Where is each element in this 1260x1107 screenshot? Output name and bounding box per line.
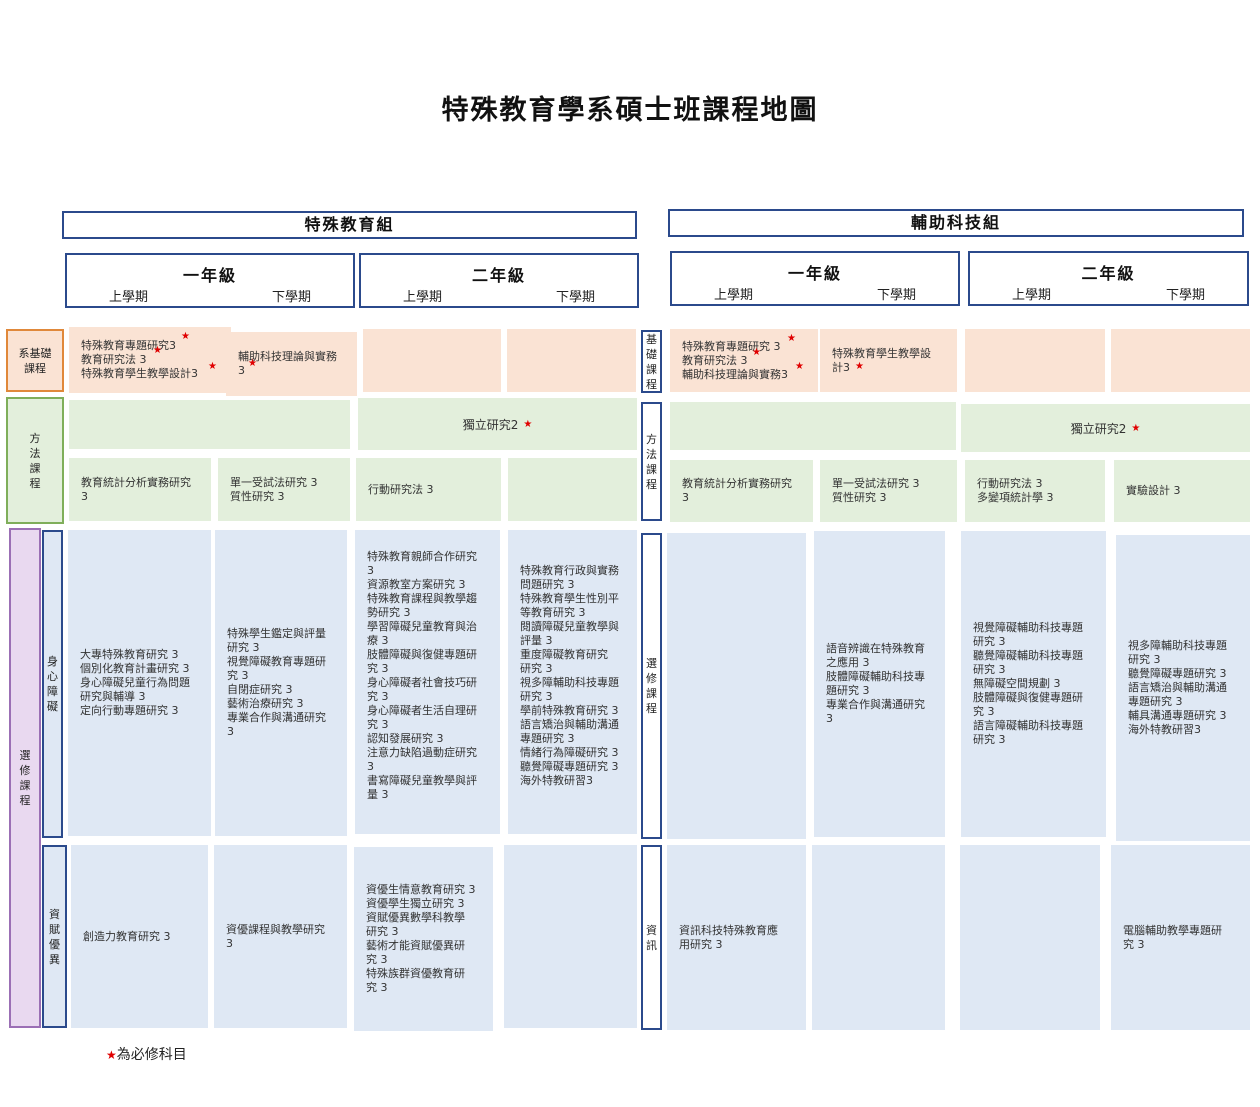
course-cell: 特殊教育專題研究 3 教育研究法 3 輔助科技理論與實務3 xyxy=(670,329,818,392)
course-cell: 輔助科技理論與實務 3 xyxy=(226,332,357,396)
row-label-basic-mid: 基礎課程 xyxy=(641,330,662,393)
course-cell: 教育統計分析實務研究 3 xyxy=(670,460,813,522)
course-cell xyxy=(507,329,636,392)
course-cell xyxy=(504,845,637,1028)
row-label-disability: 身心障礙 xyxy=(42,530,63,838)
required-star-icon: ★ xyxy=(855,361,864,372)
course-cell-independent-study: 獨立研究2★ xyxy=(358,398,637,450)
course-cell: 單一受試法研究 3 質性研究 3 xyxy=(218,458,350,521)
required-star-icon: ★ xyxy=(248,358,257,369)
row-label-elective: 選修課程 xyxy=(9,528,41,1028)
year-header-assistive-2: 二年級 上學期 下學期 xyxy=(968,251,1249,306)
semester-1-label: 上學期 xyxy=(1012,288,1052,303)
semester-2-label: 下學期 xyxy=(1165,288,1205,303)
required-star-icon: ★ xyxy=(787,333,796,344)
course-cell xyxy=(965,329,1105,392)
year-header-special-2: 二年級 上學期 下學期 xyxy=(359,253,639,308)
course-cell: 語音辨識在特殊教育 之應用 3 肢體障礙輔助科技專 題研究 3 專業合作與溝通研… xyxy=(814,531,945,837)
course-cell xyxy=(670,402,956,450)
year-label: 二年級 xyxy=(1081,264,1136,283)
required-star-icon: ★ xyxy=(153,345,162,356)
course-cell xyxy=(69,400,350,449)
course-cell xyxy=(1111,329,1250,392)
course-cell: 行動研究法 3 xyxy=(356,458,501,521)
row-label-method-mid: 方法課程 xyxy=(641,402,662,521)
legend-text: 為必修科目 xyxy=(116,1047,187,1063)
course-cell: 資優課程與教學研究 3 xyxy=(214,845,347,1028)
semester-2-label: 下學期 xyxy=(555,290,595,305)
required-star-icon: ★ xyxy=(1131,422,1141,434)
year-label: 二年級 xyxy=(471,266,526,285)
course-cell: 視多障輔助科技專題 研究 3 聽覺障礙專題研究 3 語言矯治與輔助溝通 專題研究… xyxy=(1116,535,1250,841)
row-label-method: 方法課程 xyxy=(6,397,64,524)
semester-1-label: 上學期 xyxy=(109,290,149,305)
course-cell xyxy=(812,845,945,1030)
course-cell: 行動研究法 3 多變項統計學 3 xyxy=(965,460,1105,522)
course-cell: 電腦輔助教學專題研 究 3 xyxy=(1111,845,1250,1030)
row-label-elective-mid: 選修課程 xyxy=(641,533,662,839)
course-cell-independent-study: 獨立研究2★ xyxy=(961,404,1250,452)
course-cell: 特殊教育行政與實務 問題研究 3 特殊教育學生性別平 等教育研究 3 閱讀障礙兒… xyxy=(508,530,637,834)
semester-1-label: 上學期 xyxy=(714,288,754,303)
required-star-icon: ★ xyxy=(181,331,190,342)
course-cell: 教育統計分析實務研究 3 xyxy=(69,458,211,521)
semester-2-label: 下學期 xyxy=(271,290,311,305)
required-star-icon: ★ xyxy=(106,1048,117,1062)
course-cell: 實驗設計 3 xyxy=(1114,460,1250,522)
row-label-gifted: 資賦優異 xyxy=(42,845,67,1028)
course-cell: 特殊教育親師合作研究 3 資源教室方案研究 3 特殊教育課程與教學趨 勢研究 3… xyxy=(355,530,500,834)
course-cell: 視覺障礙輔助科技專題 研究 3 聽覺障礙輔助科技專題 研究 3 無障礙空間規劃 … xyxy=(961,531,1106,837)
course-cell: 特殊教育專題研究3 教育研究法 3 特殊教育學生教學設計3 xyxy=(69,327,231,393)
course-cell: 大專特殊教育研究 3 個別化教育計畫研究 3 身心障礙兒童行為問題 研究與輔導 … xyxy=(68,530,211,836)
course-cell: 單一受試法研究 3 質性研究 3 xyxy=(820,460,957,522)
group-header-assistive: 輔助科技組 xyxy=(668,209,1244,237)
required-star-icon: ★ xyxy=(752,347,761,358)
year-label: 一年級 xyxy=(787,264,842,283)
semester-1-label: 上學期 xyxy=(403,290,443,305)
year-header-assistive-1: 一年級 上學期 下學期 xyxy=(670,251,960,306)
course-cell xyxy=(508,458,637,521)
course-cell: 資訊科技特殊教育應 用研究 3 xyxy=(667,845,806,1030)
course-cell xyxy=(960,845,1100,1030)
semester-2-label: 下學期 xyxy=(876,288,916,303)
group-header-special: 特殊教育組 xyxy=(62,211,637,239)
row-label-info-mid: 資訊 xyxy=(641,845,662,1030)
legend: ★為必修科目 xyxy=(106,1044,187,1064)
course-cell xyxy=(363,329,501,392)
row-label-basic: 系基礎課程 xyxy=(6,329,64,392)
course-cell: 資優生情意教育研究 3 資優學生獨立研究 3 資賦優異數學科教學 研究 3 藝術… xyxy=(354,847,493,1031)
course-cell xyxy=(667,533,806,839)
required-star-icon: ★ xyxy=(208,361,217,372)
year-label: 一年級 xyxy=(182,266,237,285)
course-cell: 創造力教育研究 3 xyxy=(71,845,208,1028)
page-title: 特殊教育學系碩士班課程地圖 xyxy=(441,95,819,126)
required-star-icon: ★ xyxy=(523,418,533,430)
year-header-special-1: 一年級 上學期 下學期 xyxy=(65,253,355,308)
course-cell: 特殊教育學生教學設 計3 xyxy=(820,329,957,392)
course-cell: 特殊學生鑑定與評量 研究 3 視覺障礙教育專題研 究 3 自閉症研究 3 藝術治… xyxy=(215,530,347,836)
required-star-icon: ★ xyxy=(795,361,804,372)
